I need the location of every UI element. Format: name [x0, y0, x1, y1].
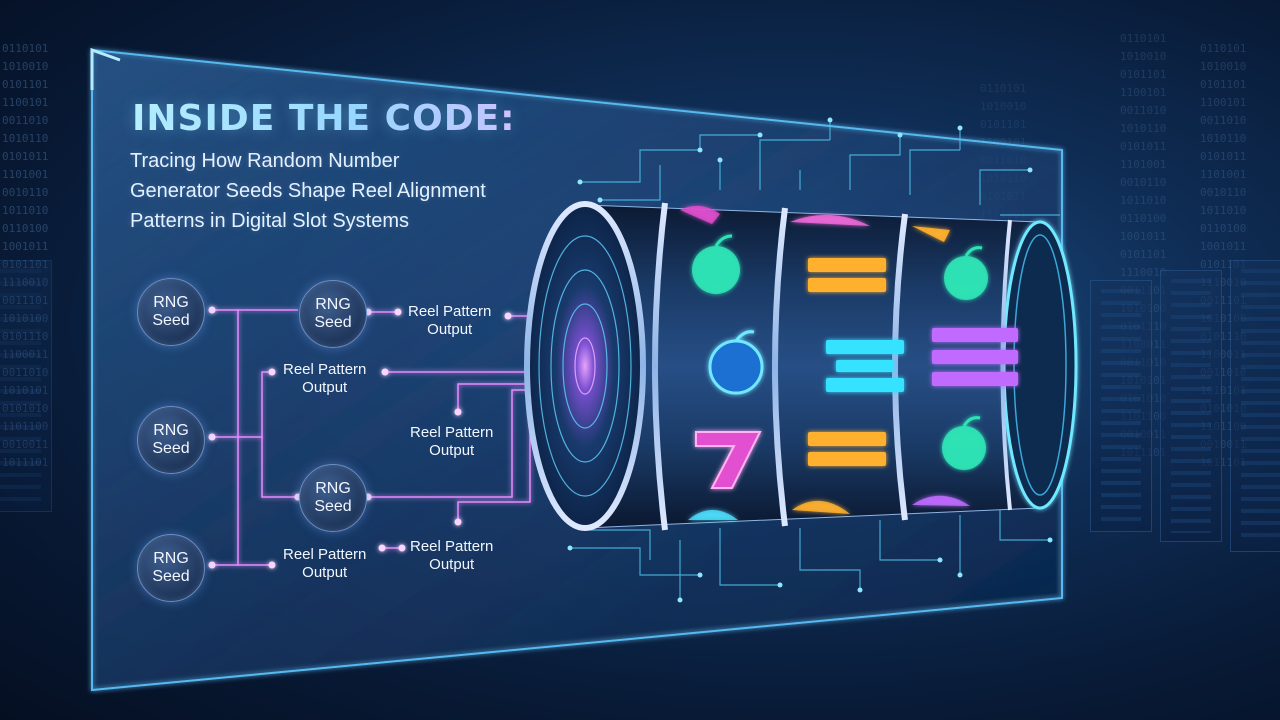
reel-pattern-output-label: Reel Pattern Output [410, 538, 493, 574]
connector-lines [212, 309, 574, 566]
slot-reel-cylinder [524, 201, 1078, 531]
output-label-line: Reel Pattern [410, 424, 494, 441]
partial-symbol [680, 205, 720, 224]
partial-symbol [792, 500, 850, 514]
circuit-traces-bottom [570, 505, 1050, 600]
server-rack [1090, 280, 1152, 532]
rng-seed-node: RNG Seed [137, 278, 205, 346]
circuit-dots-bottom [567, 537, 1053, 603]
reel-pattern-output-label: Reel Pattern Output [408, 303, 491, 339]
output-label-line: Reel Pattern [283, 361, 367, 378]
seed-label: RNG [315, 480, 351, 497]
server-rack [0, 260, 52, 512]
circuit-traces-top [580, 120, 1060, 216]
seed-label: Seed [314, 498, 352, 515]
seed-label: Seed [152, 568, 190, 585]
partial-symbol [790, 214, 870, 226]
reel-symbols [680, 205, 1018, 520]
partial-symbol [688, 510, 738, 520]
output-label-line: Reel Pattern [408, 303, 492, 320]
seed-label: RNG [153, 294, 189, 311]
output-label-line: Reel Pattern [283, 546, 367, 563]
seed-label: Seed [314, 314, 352, 331]
seed-label: RNG [315, 296, 351, 313]
seed-label: RNG [153, 422, 189, 439]
subtitle-line: Generator Seeds Shape Reel Alignment [130, 180, 486, 202]
seed-label: RNG [153, 550, 189, 567]
reel-pattern-output-label: Reel Pattern Output [283, 361, 366, 397]
output-label-line: Output [302, 379, 348, 396]
output-label-line: Output [429, 556, 475, 573]
rng-seed-node: RNG Seed [137, 406, 205, 474]
page-title: INSIDE THE CODE: [132, 98, 516, 139]
bar-icon [808, 432, 886, 466]
bar-icon [808, 258, 886, 292]
server-rack [1160, 270, 1222, 542]
output-label-line: Reel Pattern [410, 538, 494, 555]
circuit-dots-top [577, 117, 1033, 203]
panel-corner-accent [90, 47, 121, 90]
output-label-line: Output [429, 442, 475, 459]
rng-seed-node: RNG Seed [299, 464, 367, 532]
apple-icon [708, 330, 764, 395]
rng-seed-node: RNG Seed [299, 280, 367, 348]
server-rack [1230, 260, 1280, 552]
seven-icon [695, 431, 762, 489]
seed-label: Seed [152, 440, 190, 457]
subtitle-line: Tracing How Random Number [130, 150, 400, 172]
output-label-line: Output [302, 564, 348, 581]
binary-background-left: 0110101 1010010 0101101 1100101 0011010 … [2, 42, 49, 469]
reel-pattern-output-label: Reel Pattern Output [283, 546, 366, 582]
bar-icon [932, 328, 1018, 386]
rng-seed-node: RNG Seed [137, 534, 205, 602]
apple-icon [692, 234, 740, 294]
apple-icon [942, 416, 986, 470]
partial-symbol [912, 226, 950, 242]
output-label-line: Output [427, 321, 473, 338]
apple-icon [944, 246, 988, 300]
partial-symbol [912, 495, 970, 506]
reel-pattern-output-label: Reel Pattern Output [410, 424, 493, 460]
subtitle-line: Patterns in Digital Slot Systems [130, 210, 409, 232]
seed-label: Seed [152, 312, 190, 329]
bar-icon [826, 340, 904, 392]
